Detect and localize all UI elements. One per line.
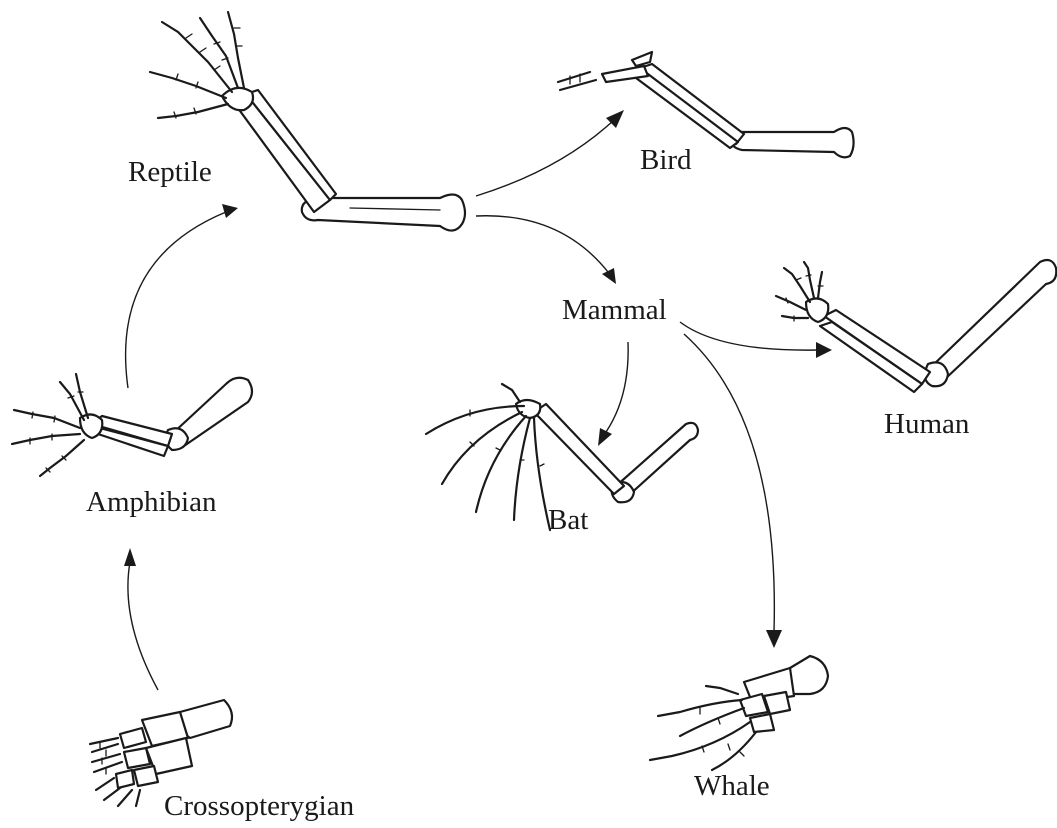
arrow-head — [602, 268, 616, 284]
label-human: Human — [884, 410, 969, 439]
arrow-head — [124, 548, 136, 566]
whale-limb — [650, 656, 828, 770]
label-bat: Bat — [548, 506, 588, 535]
label-whale: Whale — [694, 772, 770, 801]
amphibian-limb — [12, 374, 252, 476]
arrow-mammal-to-whale — [684, 334, 774, 632]
bird-limb — [558, 52, 854, 157]
arrow-reptile-to-mammal — [476, 216, 608, 272]
human-limb — [776, 260, 1056, 392]
arrow-head — [598, 428, 612, 446]
label-bird: Bird — [640, 146, 692, 175]
arrow-head — [222, 204, 238, 218]
reptile-limb — [150, 12, 465, 231]
arrow-mammal-to-human — [680, 322, 818, 350]
label-crossopterygian: Crossopterygian — [164, 792, 354, 821]
label-amphibian: Amphibian — [86, 488, 217, 517]
arrow-mammal-to-bat — [606, 342, 628, 432]
label-mammal: Mammal — [562, 296, 667, 325]
arrow-head — [816, 342, 832, 358]
label-reptile: Reptile — [128, 158, 212, 187]
arrow-reptile-to-bird — [476, 120, 614, 196]
arrow-crossopterygian-to-amphibian — [128, 562, 158, 690]
arrow-amphibian-to-reptile — [126, 212, 226, 388]
arrow-head — [766, 630, 782, 648]
